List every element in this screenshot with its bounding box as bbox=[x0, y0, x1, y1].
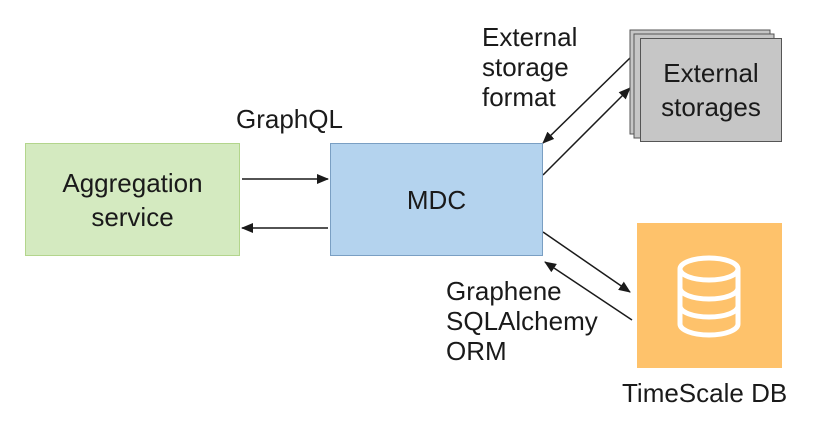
database-icon bbox=[677, 255, 741, 338]
graphql-edge-label: GraphQL bbox=[236, 104, 343, 134]
external-storages-node: External storages bbox=[640, 38, 782, 142]
orm-line2: SQLAlchemy bbox=[446, 306, 598, 336]
storage-format-line3: format bbox=[482, 82, 556, 112]
timescale-db-node bbox=[637, 223, 782, 368]
timescale-db-label: TimeScale DB bbox=[622, 378, 788, 408]
mdc-node: MDC bbox=[330, 143, 543, 256]
arrow-mdc-to-timescale bbox=[542, 231, 631, 293]
storage-format-line1: External bbox=[482, 22, 578, 52]
mdc-label: MDC bbox=[406, 184, 467, 215]
orm-edge-label: Graphene SQLAlchemy ORM bbox=[446, 276, 598, 366]
aggregation-service-label-line2: service bbox=[91, 201, 174, 232]
aggregation-service-node: Aggregation service bbox=[25, 143, 240, 256]
external-storages-label-line2: storages bbox=[661, 92, 761, 122]
storage-format-edge-label: External storage format bbox=[482, 22, 577, 112]
orm-line3: ORM bbox=[446, 336, 507, 366]
storage-format-line2: storage bbox=[482, 52, 569, 82]
orm-line1: Graphene bbox=[446, 276, 562, 306]
arrow-timescale-to-mdc bbox=[544, 261, 633, 321]
external-storages-label-line1: External bbox=[663, 58, 759, 88]
arrow-external-to-mdc bbox=[542, 57, 631, 144]
arrow-mdc-to-external bbox=[542, 87, 631, 176]
aggregation-service-label-line1: Aggregation bbox=[62, 167, 203, 198]
